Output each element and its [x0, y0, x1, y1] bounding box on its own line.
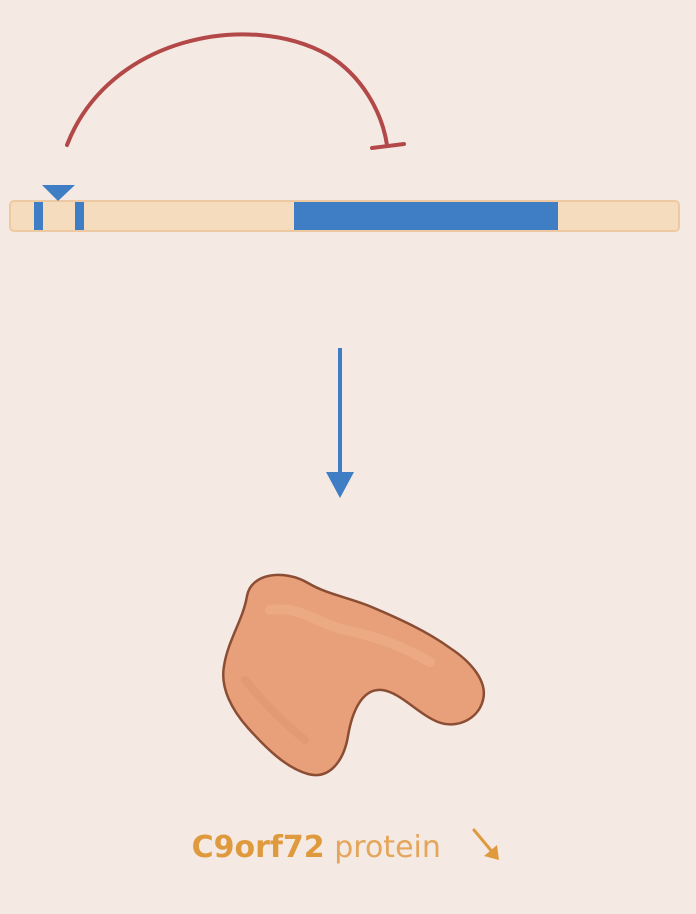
gene-name: C9orf72: [191, 830, 325, 865]
triangle-marker-icon: [42, 185, 75, 201]
gene-strand: [9, 200, 680, 232]
protein-blob: [221, 573, 486, 777]
down-arrow-icon: [326, 348, 354, 498]
protein-label: C9orf72 protein: [0, 826, 696, 870]
inhibition-arc-icon: [65, 32, 406, 150]
coding-region: [294, 202, 558, 230]
protein-word: protein: [334, 830, 441, 865]
decrease-arrow-icon: [472, 828, 500, 860]
exon-marker-left: [34, 202, 43, 230]
exon-marker-right: [75, 202, 84, 230]
